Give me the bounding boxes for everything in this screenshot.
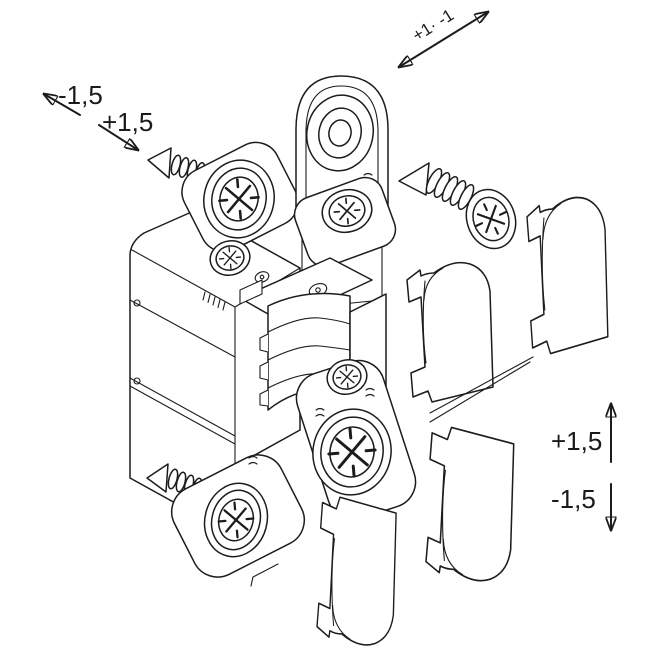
height-adjust-plus-label: +1,5 [551,426,602,456]
depth-adjustment-annotation: +1· -1 [399,5,488,67]
screw-thread [425,168,475,210]
height-adjust-minus-label: -1,5 [551,484,596,514]
adjustment-scale [202,291,226,311]
double-arrow-diagonal-icon [399,12,488,67]
cover-cap-top-left [406,261,494,403]
middle-adjustment-screw [202,240,263,311]
fixing-screw [398,162,517,250]
flange-bottom-left [170,454,306,587]
screw-head-top-right [321,188,373,234]
screw-head-bottom-left [203,482,269,558]
flange-top-left [181,141,299,253]
hinge-eye-lug [295,75,389,220]
cover-cap-bottom-right [425,426,515,582]
screw-head-top-left [203,159,275,239]
cover-cap-bottom-left [316,496,397,646]
indicator-flap [239,279,263,305]
side-adjust-plus-label: +1,5 [102,107,153,137]
side-adjustment-annotation: -1,5 +1,5 [44,80,153,150]
screw-head-bottom-right [312,408,392,496]
side-adjust-minus-label: -1,5 [58,80,103,110]
flange-top-right [293,176,397,268]
screw-head [465,188,517,250]
screw-tip [398,162,430,196]
depth-adjust-label: +1· -1 [409,5,457,45]
arrow-down-right-icon [98,124,138,150]
arrow-up-left-icon [44,94,81,116]
height-adjustment-annotation: +1,5 -1,5 [551,404,611,530]
cover-cap-top-right [429,196,609,423]
screw-head-mid-right [326,359,368,395]
flange-bottom-right [295,359,417,521]
